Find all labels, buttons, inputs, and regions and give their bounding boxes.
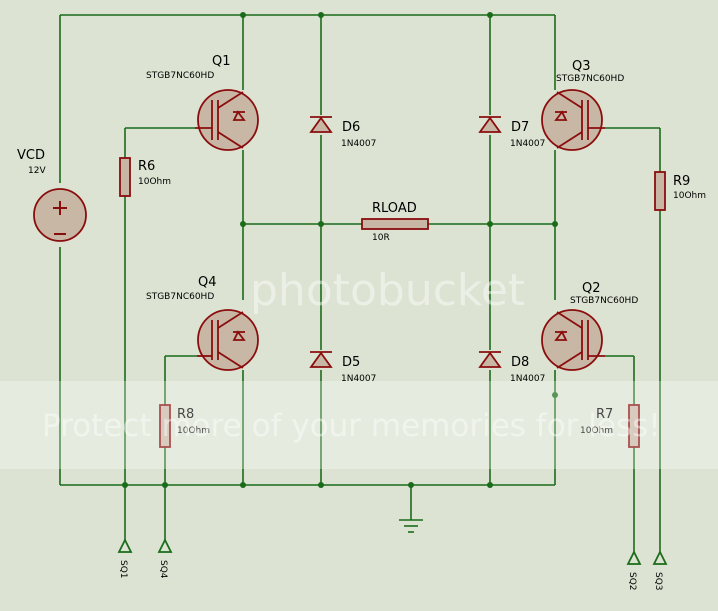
r6-ref: R6	[138, 159, 155, 174]
r7-value: 10Ohm	[580, 426, 613, 436]
watermark-tagline: Protect more of your memories for less!	[42, 408, 661, 444]
r8-ref: R8	[177, 407, 194, 422]
sq2-label: SQ2	[627, 572, 637, 591]
diode-d8: D8 1N4007	[478, 351, 545, 384]
q2-ref: Q2	[582, 281, 601, 296]
vcd-value: 12V	[28, 166, 46, 176]
resistor-r7: R7 10Ohm	[580, 404, 640, 448]
r9-value: 10Ohm	[673, 191, 706, 201]
terminal-sq2: SQ2	[626, 540, 642, 591]
d8-part: 1N4007	[510, 374, 545, 384]
r6-value: 10Ohm	[138, 177, 171, 187]
d6-part: 1N4007	[341, 139, 376, 149]
q4-part: STGB7NC60HD	[146, 292, 214, 302]
igbt-q4: Q4 STGB7NC60HD	[146, 275, 259, 371]
sq1-label: SQ1	[118, 560, 128, 579]
rload-value: 10R	[372, 233, 390, 243]
r8-value: 10Ohm	[177, 426, 210, 436]
resistor-rload: RLOAD 10R	[361, 201, 429, 243]
d5-ref: D5	[342, 355, 360, 370]
vcd-label: VCD	[17, 148, 45, 163]
watermark: photobucket Protect more of your memorie…	[0, 265, 718, 469]
d7-part: 1N4007	[510, 139, 545, 149]
terminal-sq3: SQ3	[652, 540, 668, 591]
q3-ref: Q3	[572, 59, 591, 74]
diode-d5: D5 1N4007	[309, 351, 376, 384]
resistor-r8: R8 10Ohm	[159, 404, 210, 448]
diode-d6: D6 1N4007	[309, 116, 376, 149]
q1-ref: Q1	[212, 54, 231, 69]
resistor-r6: R6 10Ohm	[119, 157, 171, 197]
d7-ref: D7	[511, 120, 529, 135]
sq3-label: SQ3	[653, 572, 663, 591]
diode-d7: D7 1N4007	[478, 116, 545, 149]
d5-part: 1N4007	[341, 374, 376, 384]
q4-ref: Q4	[198, 275, 217, 290]
d6-ref: D6	[342, 120, 360, 135]
igbt-q2: Q2 STGB7NC60HD	[541, 281, 638, 371]
igbt-q1: Q1 STGB7NC60HD	[146, 54, 259, 151]
r9-ref: R9	[673, 174, 690, 189]
q3-part: STGB7NC60HD	[556, 74, 624, 84]
watermark-brand: photobucket	[250, 265, 525, 316]
r7-ref: R7	[596, 407, 613, 422]
resistor-r9: R9 10Ohm	[654, 171, 706, 211]
vcd-source: VCD 12V	[17, 148, 87, 242]
q2-part: STGB7NC60HD	[570, 296, 638, 306]
terminal-sq1: SQ1	[117, 537, 133, 579]
d8-ref: D8	[511, 355, 529, 370]
junction-dots	[122, 12, 558, 488]
igbt-q3: Q3 STGB7NC60HD	[541, 59, 624, 151]
q1-part: STGB7NC60HD	[146, 71, 214, 81]
sq4-label: SQ4	[158, 560, 168, 579]
terminal-sq4: SQ4	[157, 537, 173, 579]
rload-ref: RLOAD	[372, 201, 417, 216]
